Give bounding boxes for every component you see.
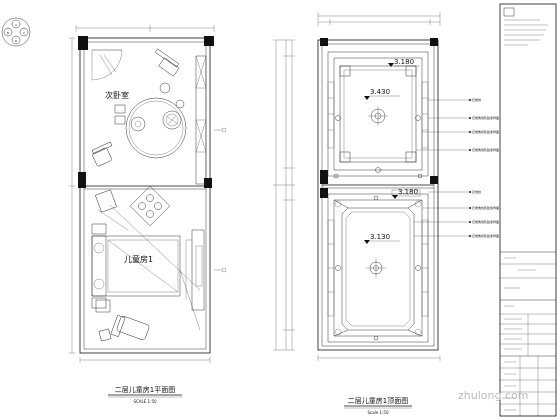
downlight-icon xyxy=(375,167,381,173)
room-label-bottom: 儿童房1 xyxy=(124,254,153,264)
downlight-icon xyxy=(335,115,341,121)
tv-cabinet xyxy=(191,229,205,311)
column-mid-right xyxy=(204,178,212,188)
compass-label-a: A xyxy=(15,23,18,27)
level-bottom-1: 3.180 xyxy=(398,188,418,196)
callout-leaders xyxy=(414,99,471,237)
compass-label-b: B xyxy=(7,31,9,35)
callout-3: 石膏角线乳胶漆饰面 xyxy=(472,129,499,134)
compass-label-c: C xyxy=(23,31,25,35)
plan-scale: SCALE 1:50 xyxy=(133,399,157,404)
downlight-icon xyxy=(335,265,341,271)
compass-symbol-icon xyxy=(129,185,171,227)
bed xyxy=(91,223,181,309)
side-table-round xyxy=(162,110,182,130)
nightstand xyxy=(95,189,117,213)
level-bottom-2: 3.130 xyxy=(370,233,390,241)
callout-6: 石膏角线乳胶漆饰面 xyxy=(472,205,499,210)
title-block xyxy=(499,3,557,417)
callout-4: 石膏角线乳胶漆饰面 xyxy=(472,147,499,152)
elevation-compass-icon: A B C D xyxy=(1,17,31,47)
callout-2: 石膏角线乳胶漆饰面 xyxy=(472,115,499,120)
column-top-right xyxy=(204,36,214,46)
ceiling-panel-top xyxy=(327,51,429,179)
column-mid-left xyxy=(78,172,86,188)
door-swing-top xyxy=(91,49,123,81)
ceiling-title: 二层儿童房1顶面图 xyxy=(348,396,408,405)
ceiling-panel-bottom xyxy=(327,189,429,343)
round-rug xyxy=(125,97,187,159)
floor-plan: 次卧室 儿童房1 xyxy=(69,25,227,404)
callout-7: 石膏角线乳胶漆饰面 xyxy=(472,219,499,224)
armchair-left xyxy=(91,141,113,167)
callout-1: 石膏线 xyxy=(472,97,481,102)
room-label-top: 次卧室 xyxy=(105,90,129,100)
callout-5: 石膏线 xyxy=(472,189,481,194)
ceiling-lamp-bottom-icon xyxy=(366,258,386,278)
level-top-1: 3.180 xyxy=(394,58,414,66)
armchair-top xyxy=(154,48,180,77)
level-top-2: 3.430 xyxy=(370,88,390,96)
callout-8: 石膏角线乳胶漆饰面 xyxy=(472,233,499,238)
ceiling-scale: Scale 1:50 xyxy=(367,410,388,415)
downlight-icon xyxy=(415,115,421,121)
lounge-chair xyxy=(110,314,150,341)
downlight-icon xyxy=(415,265,421,271)
plan-title: 二层儿童房1平面图 xyxy=(115,385,175,394)
plan-outer-wall xyxy=(79,37,211,354)
column-top-left xyxy=(78,36,88,50)
ceiling-plan: 3.180 3.430 xyxy=(273,12,499,415)
compass-label-d: D xyxy=(15,39,18,43)
watermark: zhulong.com xyxy=(458,389,528,402)
ceiling-lamp-top-icon xyxy=(368,106,388,126)
ceiling-outer-wall xyxy=(317,39,439,351)
